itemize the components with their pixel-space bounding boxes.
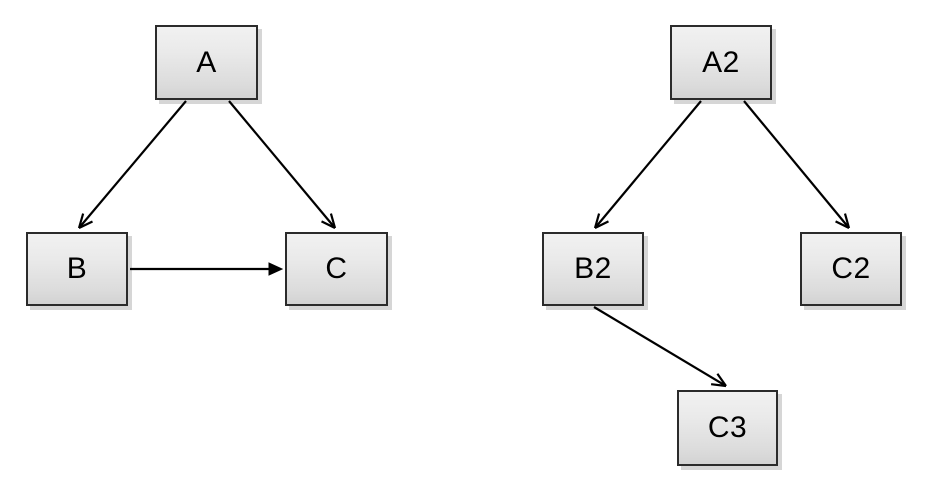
arrowhead-stroke-1 bbox=[843, 213, 851, 229]
node-a2[interactable]: A2 bbox=[670, 25, 772, 100]
arrowhead-stroke-1 bbox=[78, 220, 93, 229]
node-label: C bbox=[325, 252, 348, 285]
arrowhead-filled bbox=[268, 262, 284, 276]
edge-line bbox=[228, 100, 336, 229]
node-label: B bbox=[66, 252, 88, 285]
arrowhead-stroke-0 bbox=[593, 213, 601, 229]
arrowhead-stroke-0 bbox=[710, 383, 727, 388]
edge-a2-c2[interactable] bbox=[743, 100, 851, 229]
node-b2[interactable]: B2 bbox=[542, 232, 644, 306]
node-c2[interactable]: C2 bbox=[800, 232, 902, 306]
node-label: B2 bbox=[574, 252, 612, 285]
arrowhead-stroke-1 bbox=[329, 213, 337, 229]
edge-a2-b2[interactable] bbox=[593, 100, 702, 229]
arrowhead-stroke-1 bbox=[594, 220, 609, 229]
node-b[interactable]: B bbox=[26, 232, 128, 306]
node-c[interactable]: C bbox=[285, 232, 388, 306]
edge-line bbox=[78, 100, 187, 229]
node-c3[interactable]: C3 bbox=[677, 390, 778, 466]
edge-line bbox=[743, 100, 850, 229]
node-label: A bbox=[196, 45, 217, 79]
node-label: A2 bbox=[702, 45, 740, 79]
edge-line bbox=[594, 100, 702, 229]
edge-a-c[interactable] bbox=[228, 100, 337, 229]
edge-b2-c3[interactable] bbox=[593, 306, 727, 388]
arrowhead-stroke-0 bbox=[77, 213, 85, 229]
node-label: C3 bbox=[707, 411, 748, 444]
arrowhead-stroke-1 bbox=[716, 373, 727, 387]
node-a[interactable]: A bbox=[155, 25, 258, 100]
edge-a-b[interactable] bbox=[77, 100, 187, 229]
edge-b-c[interactable] bbox=[130, 262, 284, 276]
arrowhead-stroke-0 bbox=[321, 220, 336, 229]
edge-line bbox=[593, 306, 727, 387]
arrowhead-stroke-0 bbox=[835, 220, 850, 229]
node-label: C2 bbox=[831, 252, 871, 285]
